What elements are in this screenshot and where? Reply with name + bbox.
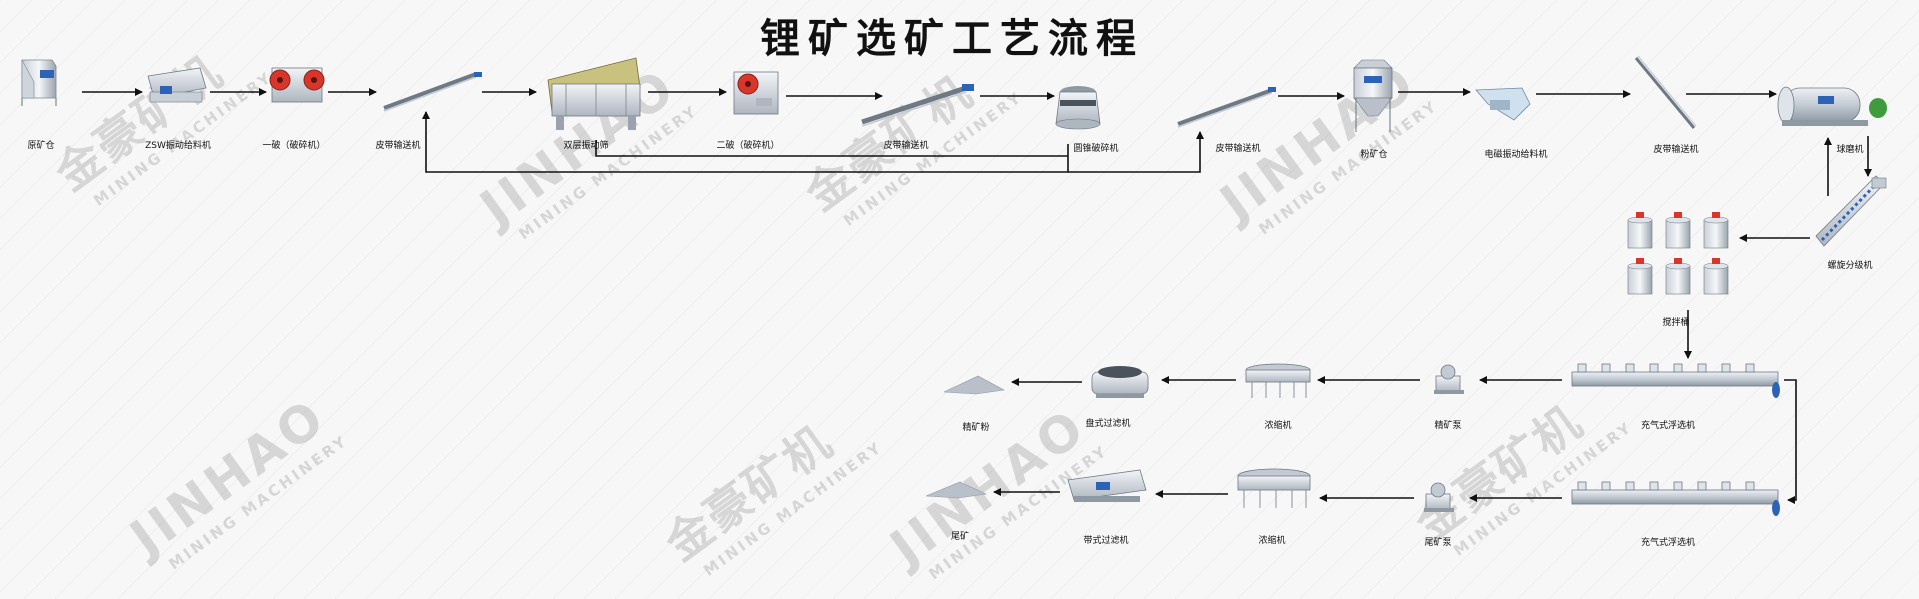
- label-primary-crusher: 一破（破碎机）: [262, 141, 326, 151]
- label-flotation-2: 充气式浮选机: [1640, 538, 1696, 548]
- thickener-icon: [1245, 363, 1311, 398]
- raw-ore-bin-icon: [21, 59, 57, 106]
- belt-conveyor-icon: [1177, 87, 1276, 128]
- label-disc-filter: 盘式过滤机: [1085, 419, 1131, 429]
- powder-bin-icon: [1353, 59, 1393, 132]
- label-spiral-classifier: 螺旋分级机: [1827, 261, 1873, 271]
- flow-arrow: [1784, 379, 1797, 504]
- title: 锂矿选矿工艺流程: [760, 16, 1144, 62]
- flotation-machine-icon: [1571, 481, 1780, 516]
- label-zsw-feeder: ZSW振动给料机: [145, 141, 211, 151]
- label-belt-conveyor-3: 皮带输送机: [1215, 144, 1261, 154]
- label-powder-bin: 粉矿仓: [1360, 150, 1388, 160]
- label-belt-filter: 带式过滤机: [1083, 536, 1129, 546]
- disc-filter-icon: [1091, 366, 1149, 398]
- ball-mill-icon: [1777, 86, 1887, 126]
- flow-arrow: [595, 140, 1068, 157]
- belt-conveyor-icon: [383, 72, 482, 112]
- zsw-feeder-icon: [147, 67, 207, 103]
- label-thickener-2: 浓缩机: [1258, 536, 1286, 546]
- label-thickener-1: 浓缩机: [1264, 421, 1292, 431]
- label-belt-conveyor-4: 皮带输送机: [1653, 145, 1699, 155]
- label-ball-mill: 球磨机: [1836, 145, 1864, 155]
- label-raw-ore-bin: 原矿仓: [27, 141, 55, 151]
- belt-filter-icon: [1067, 469, 1147, 502]
- label-em-feeder: 电磁振动给料机: [1484, 150, 1548, 160]
- pump-icon: [1434, 364, 1464, 394]
- agitation-tank-icon: [1627, 212, 1729, 295]
- flotation-machine-icon: [1571, 363, 1780, 398]
- label-belt-conveyor-1: 皮带输送机: [375, 141, 421, 151]
- label-cone-crusher: 圆锥破碎机: [1073, 144, 1119, 154]
- label-concentrate: 精矿粉: [962, 423, 990, 433]
- jaw-crusher-icon: [269, 67, 325, 103]
- label-tailings: 尾矿: [950, 532, 970, 542]
- pump-icon: [1424, 482, 1454, 512]
- label-belt-conveyor-2: 皮带输送机: [883, 141, 929, 151]
- secondary-crusher-icon: [733, 71, 779, 115]
- thickener-icon: [1237, 468, 1311, 508]
- label-tailings-pump: 尾矿泵: [1424, 538, 1452, 548]
- label-flotation-1: 充气式浮选机: [1640, 421, 1696, 431]
- flow-arrow: [1068, 131, 1204, 173]
- label-secondary-crusher: 二破（破碎机）: [716, 141, 780, 151]
- flow-arrows: [82, 88, 1872, 504]
- cone-crusher-icon: [1055, 86, 1101, 130]
- spiral-classifier-icon: [1815, 175, 1887, 247]
- belt-conveyor-icon: [1634, 55, 1697, 129]
- tailings-pile-icon: [925, 481, 988, 499]
- label-concentrate-pump: 精矿泵: [1434, 421, 1462, 431]
- flow-arrow: [422, 111, 1069, 173]
- label-agitation-tank: 搅拌桶: [1662, 318, 1690, 328]
- concentrate-pile-icon: [943, 375, 1005, 395]
- vibrating-screen-icon: [547, 57, 641, 130]
- belt-conveyor-icon: [861, 84, 974, 127]
- em-feeder-icon: [1475, 87, 1531, 121]
- label-double-screen: 双层振动筛: [563, 141, 609, 151]
